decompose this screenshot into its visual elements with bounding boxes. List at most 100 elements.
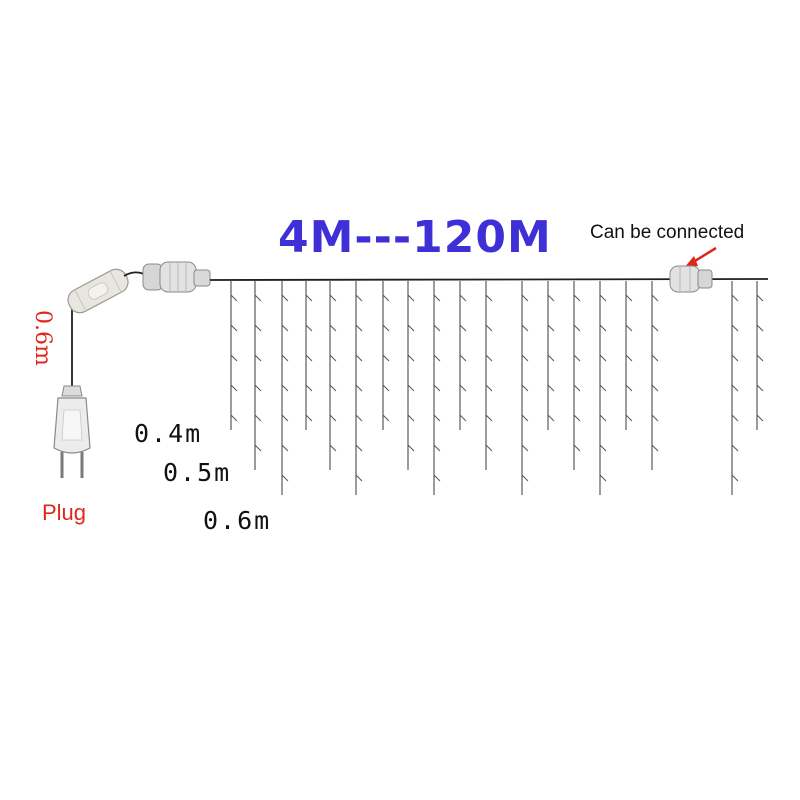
bulb-tick bbox=[433, 324, 441, 332]
bulb-tick bbox=[599, 354, 607, 362]
bulb-tick bbox=[281, 414, 289, 422]
bulb-tick bbox=[756, 414, 764, 422]
bulb-tick bbox=[756, 384, 764, 392]
bulb-tick bbox=[573, 324, 581, 332]
bulb-tick bbox=[651, 414, 659, 422]
bulb-tick bbox=[599, 474, 607, 482]
bulb-tick bbox=[756, 294, 764, 302]
bulb-tick bbox=[329, 294, 337, 302]
bulb-tick bbox=[547, 294, 555, 302]
bulb-tick bbox=[355, 414, 363, 422]
bulb-tick bbox=[731, 324, 739, 332]
bulb-tick bbox=[547, 324, 555, 332]
bulb-tick bbox=[407, 444, 415, 452]
bulb-tick bbox=[625, 384, 633, 392]
bulb-tick bbox=[382, 294, 390, 302]
bulb-tick bbox=[651, 354, 659, 362]
bulb-tick bbox=[599, 324, 607, 332]
bulb-tick bbox=[230, 354, 238, 362]
bulb-tick bbox=[305, 414, 313, 422]
bulb-tick bbox=[521, 324, 529, 332]
bulb-tick bbox=[407, 354, 415, 362]
bulb-tick bbox=[355, 444, 363, 452]
lead-length-label: 0.6m bbox=[30, 310, 55, 366]
bulb-tick bbox=[382, 354, 390, 362]
bulb-tick bbox=[459, 354, 467, 362]
bulb-tick bbox=[305, 324, 313, 332]
controller-wire bbox=[123, 271, 145, 277]
bulb-tick bbox=[433, 384, 441, 392]
bulb-tick bbox=[355, 294, 363, 302]
drop-length-label-medium: 0.5m bbox=[163, 458, 231, 487]
bulb-tick bbox=[625, 324, 633, 332]
bulb-tick bbox=[355, 324, 363, 332]
bulb-tick bbox=[355, 384, 363, 392]
bulb-tick bbox=[433, 354, 441, 362]
bulb-tick bbox=[521, 414, 529, 422]
connector-icon bbox=[142, 261, 211, 293]
bulb-tick bbox=[355, 474, 363, 482]
bulb-tick bbox=[756, 324, 764, 332]
bulb-tick bbox=[382, 324, 390, 332]
bulb-tick bbox=[625, 414, 633, 422]
bulb-tick bbox=[573, 354, 581, 362]
bulb-tick bbox=[254, 444, 262, 452]
bulb-tick bbox=[573, 444, 581, 452]
bulb-tick bbox=[731, 384, 739, 392]
bulb-tick bbox=[485, 414, 493, 422]
drop-length-label-long: 0.6m bbox=[203, 506, 271, 535]
bulb-tick bbox=[281, 474, 289, 482]
bulb-tick bbox=[433, 474, 441, 482]
end-connector-icon bbox=[669, 265, 713, 293]
bulb-tick bbox=[459, 294, 467, 302]
bulb-tick bbox=[459, 324, 467, 332]
bulb-tick bbox=[485, 294, 493, 302]
bulb-tick bbox=[305, 294, 313, 302]
arrow-icon bbox=[684, 246, 717, 268]
bulb-tick bbox=[731, 354, 739, 362]
bulb-tick bbox=[230, 384, 238, 392]
bulb-tick bbox=[651, 384, 659, 392]
bulb-tick bbox=[230, 414, 238, 422]
bulb-tick bbox=[521, 294, 529, 302]
bulb-tick bbox=[329, 354, 337, 362]
bulb-tick bbox=[625, 354, 633, 362]
connectable-label: Can be connected bbox=[590, 222, 744, 243]
bulb-tick bbox=[756, 354, 764, 362]
bulb-tick bbox=[407, 414, 415, 422]
bulb-tick bbox=[599, 414, 607, 422]
bulb-tick bbox=[433, 294, 441, 302]
bulb-tick bbox=[459, 414, 467, 422]
bulb-tick bbox=[305, 354, 313, 362]
bulb-tick bbox=[651, 324, 659, 332]
bulb-tick bbox=[230, 324, 238, 332]
bulb-tick bbox=[485, 324, 493, 332]
bulb-tick bbox=[521, 384, 529, 392]
drop-length-label-short: 0.4m bbox=[134, 419, 202, 448]
bulb-tick bbox=[329, 444, 337, 452]
bulb-tick bbox=[407, 324, 415, 332]
bulb-tick bbox=[254, 414, 262, 422]
icicle-drops bbox=[230, 281, 764, 495]
bulb-tick bbox=[230, 294, 238, 302]
bulb-tick bbox=[521, 474, 529, 482]
bulb-tick bbox=[651, 294, 659, 302]
bulb-tick bbox=[281, 354, 289, 362]
bulb-tick bbox=[281, 444, 289, 452]
bulb-tick bbox=[382, 384, 390, 392]
bulb-tick bbox=[433, 414, 441, 422]
bulb-tick bbox=[599, 294, 607, 302]
bulb-tick bbox=[329, 414, 337, 422]
eu-plug-icon bbox=[53, 385, 91, 478]
bulb-tick bbox=[281, 294, 289, 302]
length-range-title: 4M---120M bbox=[278, 212, 552, 263]
bulb-tick bbox=[547, 384, 555, 392]
bulb-tick bbox=[329, 384, 337, 392]
bulb-tick bbox=[382, 414, 390, 422]
bulb-tick bbox=[573, 294, 581, 302]
bulb-tick bbox=[281, 384, 289, 392]
bulb-tick bbox=[573, 384, 581, 392]
bulb-tick bbox=[521, 354, 529, 362]
bulb-tick bbox=[625, 294, 633, 302]
